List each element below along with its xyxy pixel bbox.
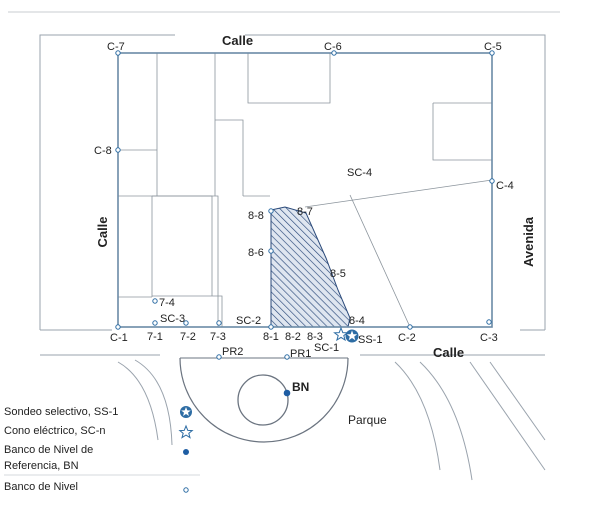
bench-markers xyxy=(115,50,495,360)
label-sc2: SC-2 xyxy=(236,315,261,327)
bench-7-2-icon xyxy=(183,320,189,326)
legend: Sondeo selectivo, SS-1 Cono eléctrico, S… xyxy=(4,406,200,493)
legend-ring-icon xyxy=(183,487,189,493)
label-7-3: 7-3 xyxy=(210,331,226,343)
legend-selective-label: Sondeo selectivo, SS-1 xyxy=(4,406,118,418)
label-8-3: 8-3 xyxy=(307,331,323,343)
lot-lines xyxy=(118,53,493,328)
benchmark-label: BN xyxy=(292,380,309,394)
bench-pr2-icon xyxy=(216,354,222,360)
label-c4: C-4 xyxy=(496,180,514,192)
point-labels: C-7 C-6 C-5 C-8 C-4 C-1 C-2 C-3 SC-4 SC-… xyxy=(94,41,514,360)
label-pr2: PR2 xyxy=(222,346,243,358)
street-top-label: Calle xyxy=(222,33,253,48)
label-8-6: 8-6 xyxy=(248,247,264,259)
bench-7-4-icon xyxy=(152,298,158,304)
bench-7-3-icon xyxy=(216,320,222,326)
bench-pr1-icon xyxy=(284,354,290,360)
bench-8-8-icon xyxy=(268,208,274,214)
label-c7: C-7 xyxy=(107,41,125,53)
label-8-8: 8-8 xyxy=(248,210,264,222)
park-label: Parque xyxy=(348,413,387,427)
bench-c7-icon xyxy=(115,50,121,56)
bench-c1-icon xyxy=(115,324,121,330)
legend-star-ring-icon xyxy=(180,406,192,418)
bench-c8-icon xyxy=(115,147,121,153)
street-bottom-label: Calle xyxy=(433,345,464,360)
label-8-5: 8-5 xyxy=(330,268,346,280)
legend-ref-bench-label-2: Referencia, BN xyxy=(4,460,79,472)
legend-filled-dot-icon xyxy=(183,449,189,455)
hatched-zone xyxy=(270,206,351,328)
label-sc3: SC-3 xyxy=(160,313,185,325)
street-left-label: Calle xyxy=(95,216,110,247)
label-7-2: 7-2 xyxy=(180,331,196,343)
label-8-2: 8-2 xyxy=(285,331,301,343)
label-c2: C-2 xyxy=(398,332,416,344)
label-7-1: 7-1 xyxy=(147,331,163,343)
label-8-7: 8-7 xyxy=(297,206,313,218)
label-pr1: PR1 xyxy=(290,348,311,360)
legend-cone-label: Cono eléctrico, SC-n xyxy=(4,425,106,437)
street-edges xyxy=(39,34,546,481)
label-c5: C-5 xyxy=(484,41,502,53)
bench-c4-icon xyxy=(489,178,495,184)
bench-c3-icon xyxy=(486,319,492,325)
bench-c2-icon xyxy=(407,324,413,330)
label-8-1: 8-1 xyxy=(263,331,279,343)
label-c3: C-3 xyxy=(480,332,498,344)
ss1-selective-icon xyxy=(345,329,359,343)
street-right-label: Avenida xyxy=(521,216,536,267)
legend-ref-bench-label-1: Banco de Nivel de xyxy=(4,444,93,456)
label-8-4: 8-4 xyxy=(349,315,365,327)
label-c6: C-6 xyxy=(324,41,342,53)
bench-c6-icon xyxy=(331,50,337,56)
park xyxy=(179,357,349,443)
label-7-4: 7-4 xyxy=(159,297,175,309)
benchmark-bn-icon xyxy=(283,389,291,397)
bench-c5-icon xyxy=(489,50,495,56)
legend-star-outline-icon xyxy=(178,424,194,439)
label-sc4: SC-4 xyxy=(347,167,372,179)
label-c1: C-1 xyxy=(110,332,128,344)
label-sc1: SC-1 xyxy=(314,342,339,354)
bench-7-1-icon xyxy=(152,320,158,326)
bench-8-1-icon xyxy=(268,324,274,330)
label-ss1: SS-1 xyxy=(358,334,382,346)
sc1-cone-icon xyxy=(333,326,349,342)
site-boundary xyxy=(117,52,493,328)
label-c8: C-8 xyxy=(94,145,112,157)
legend-bench-label: Banco de Nivel xyxy=(4,481,78,493)
bench-8-6-icon xyxy=(268,248,274,254)
